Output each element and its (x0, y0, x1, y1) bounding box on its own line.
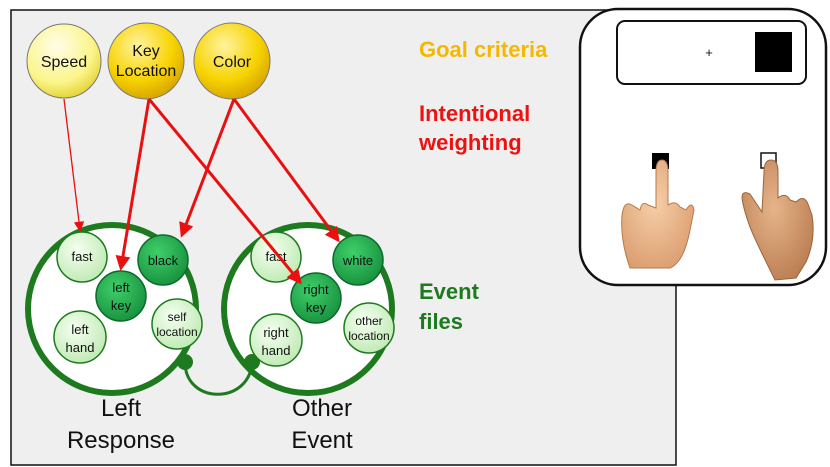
weight-arrow-color-to-white (232, 98, 340, 243)
heading-intentional-weighting-line2: weighting (418, 130, 522, 155)
feature-right-key-label-line1: right (303, 282, 329, 297)
goal-node-speed-label: Speed (41, 54, 87, 71)
goal-node-color: Color (193, 22, 271, 100)
feature-left-key: left key (95, 270, 147, 322)
binding-link (183, 361, 254, 396)
right-hand-icon (741, 152, 814, 281)
feature-self-location-label-line1: self (168, 310, 187, 324)
feature-left-hand-label-line1: left (71, 322, 89, 337)
caption-left-line2: Response (67, 427, 175, 454)
goal-node-speed: Speed (26, 23, 102, 99)
feature-other-location-label-line2: location (348, 329, 389, 343)
feature-self-location: self location (151, 298, 203, 350)
left-hand-icon (621, 153, 695, 269)
heading-goal-criteria: Goal criteria (419, 37, 548, 62)
feature-right-hand: right hand (249, 313, 303, 367)
feature-other-location: other location (343, 302, 395, 354)
feature-right-key-label-line2: key (306, 300, 327, 315)
heading-intentional-weighting-line1: Intentional (419, 101, 530, 126)
feature-other-location-label-line1: other (355, 314, 382, 328)
feature-left-black-label: black (148, 253, 179, 268)
feature-left-hand: left hand (53, 310, 107, 364)
weight-arrow-keyloc-to-left-key (115, 98, 151, 271)
binding-link-left-dot (177, 354, 193, 370)
stimulus-black-square (755, 32, 792, 72)
fixation-cross: + (705, 45, 713, 60)
caption-right-line1: Other (292, 395, 352, 422)
feature-right-hand-label-line2: hand (262, 343, 291, 358)
heading-event-files-line1: Event (419, 279, 480, 304)
goal-node-key-location-label-line1: Key (132, 43, 160, 60)
feature-left-key-label-line2: key (111, 298, 132, 313)
goal-node-key-location-label-line2: Location (116, 63, 177, 80)
goal-node-key-location: Key Location (107, 22, 185, 100)
feature-right-key: right key (290, 272, 342, 324)
feature-right-white-label: white (342, 253, 373, 268)
binding-link-right-dot (244, 354, 260, 370)
caption-right-line2: Event (291, 427, 353, 454)
feature-left-key-label-line1: left (112, 280, 130, 295)
feature-self-location-label-line2: location (156, 325, 197, 339)
weight-arrow-keyloc-to-right-key (147, 98, 302, 285)
feature-left-black: black (137, 234, 189, 286)
feature-right-white: white (332, 234, 384, 286)
feature-left-fast: fast (56, 231, 108, 283)
feature-right-hand-label-line1: right (263, 325, 289, 340)
feature-left-hand-label-line2: hand (66, 340, 95, 355)
goal-node-color-label: Color (213, 54, 252, 71)
heading-event-files-line2: files (419, 309, 463, 334)
feature-left-fast-label: fast (72, 249, 93, 264)
weight-arrow-speed-to-fast (63, 98, 85, 233)
weight-arrow-color-to-black (179, 98, 236, 238)
caption-left-line1: Left (101, 395, 141, 422)
